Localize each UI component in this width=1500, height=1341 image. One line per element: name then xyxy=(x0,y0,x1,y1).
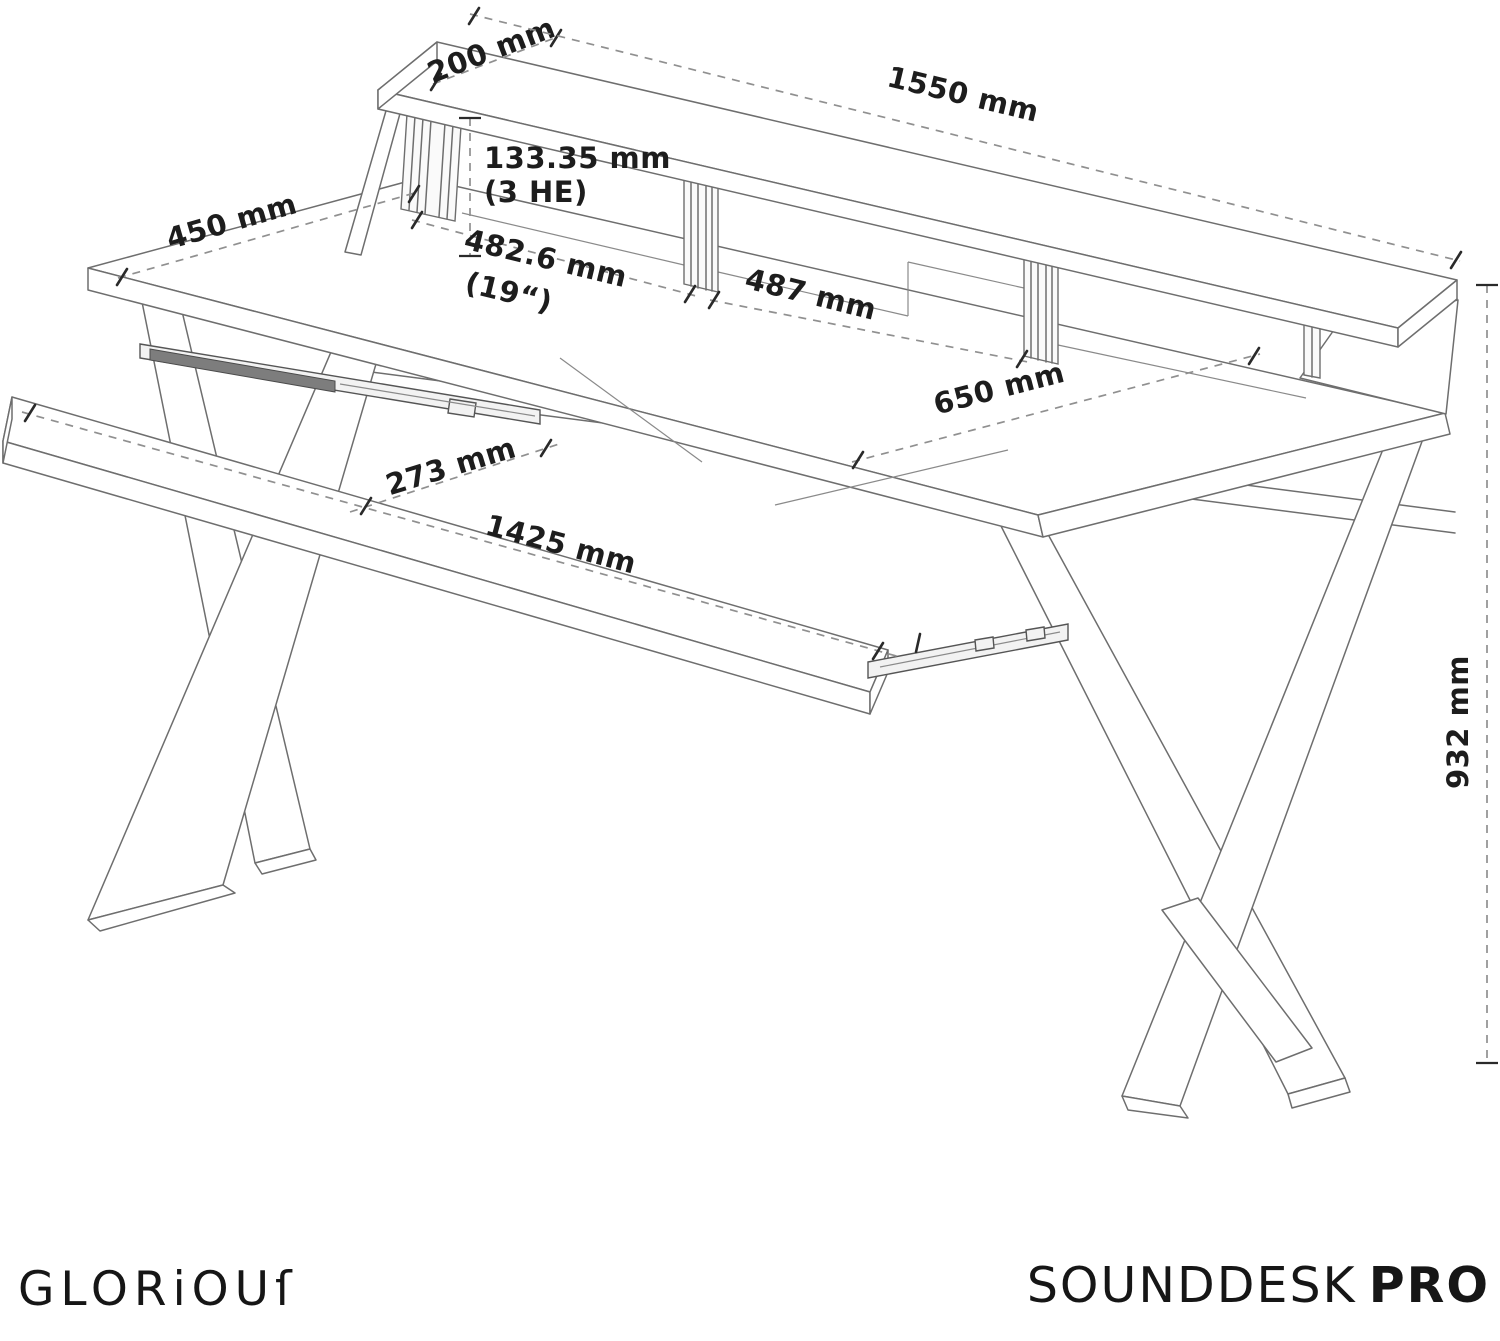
tray-left-end xyxy=(2,396,13,464)
dim-line xyxy=(349,442,563,513)
dimension-label-tray-depth: 273 mm xyxy=(382,430,520,502)
dim-line xyxy=(21,411,901,658)
dim-tick xyxy=(683,284,697,304)
under-desk-edge-1 xyxy=(559,357,703,463)
rail-line xyxy=(416,101,425,213)
dim-line xyxy=(469,13,1461,262)
top-shelf xyxy=(377,41,1458,348)
sounddesk-logo-regular: SOUNDDESK xyxy=(1027,1257,1357,1314)
dimension-rack-height: 133.35 mm (3 HE) xyxy=(459,116,671,258)
under-desk-edge-2 xyxy=(774,449,1009,506)
center-right-rack-rail-column xyxy=(1023,254,1059,365)
left-slide-rail-dark-section xyxy=(149,348,336,393)
dim-tick xyxy=(1015,349,1029,369)
desktop-right-edge-band xyxy=(1037,412,1451,538)
dim-tick xyxy=(871,641,885,661)
dim-tick xyxy=(407,184,421,204)
right-x-leg xyxy=(999,424,1429,1119)
dim-tick xyxy=(467,6,481,26)
dim-tick xyxy=(429,72,443,92)
dim-tick xyxy=(851,450,865,470)
dim-tick xyxy=(1247,346,1261,366)
left-leg-rear-foot xyxy=(87,884,236,932)
center-bay-floor-edge xyxy=(717,271,909,317)
dim-tick xyxy=(707,290,721,310)
sounddesk-logo-bold: PRO xyxy=(1369,1257,1490,1314)
dim-tick xyxy=(23,403,37,423)
dimension-tray-depth: 273 mm xyxy=(349,430,563,516)
dim-line xyxy=(432,35,561,85)
keyboard-tray xyxy=(2,396,889,715)
right-leg-front-foot xyxy=(1121,1095,1189,1119)
left-leg-front-foot xyxy=(254,848,317,875)
dim-tick xyxy=(410,210,424,230)
dimension-label-rack-height-note: (3 HE) xyxy=(484,175,588,209)
dim-line xyxy=(117,191,419,279)
center-bay-back-edge xyxy=(907,261,1025,289)
dimension-label-total-width: 1550 mm xyxy=(884,60,1042,129)
right-slide-bracket-2 xyxy=(1025,626,1046,642)
dimension-label-rack-height: 133.35 mm xyxy=(484,141,671,175)
shelf-right-end xyxy=(1397,279,1458,348)
dimension-total-height: 932 mm xyxy=(1441,283,1498,1065)
cable-flap-panel xyxy=(1161,897,1313,1063)
dim-tick xyxy=(539,438,553,458)
dimension-label-total-height: 932 mm xyxy=(1441,655,1475,789)
right-leg-rear-foot xyxy=(1287,1077,1351,1109)
drawer-slides xyxy=(139,343,1069,679)
dim-tick xyxy=(549,28,563,48)
dim-tick xyxy=(1449,250,1463,270)
right-slide-pin xyxy=(914,632,922,654)
dim-line xyxy=(851,353,1261,463)
left-bay-floor-edge xyxy=(461,212,685,266)
dim-line xyxy=(411,219,697,297)
under-desk-edges xyxy=(559,357,1009,506)
right-slide-rail xyxy=(867,623,1069,679)
glorious-brand-logo: GLORiOUſ xyxy=(18,1262,298,1317)
dim-tick xyxy=(115,267,129,287)
left-x-leg xyxy=(87,179,431,932)
right-bay-floor-edge xyxy=(1057,344,1307,399)
shelf-left-end xyxy=(377,41,438,110)
dim-tick xyxy=(359,496,373,516)
right-slide-bracket-1 xyxy=(974,636,995,652)
main-desktop xyxy=(87,177,1451,538)
left-slide-bracket xyxy=(447,398,477,418)
left-slide-line xyxy=(339,383,536,417)
rail-line xyxy=(424,103,433,215)
